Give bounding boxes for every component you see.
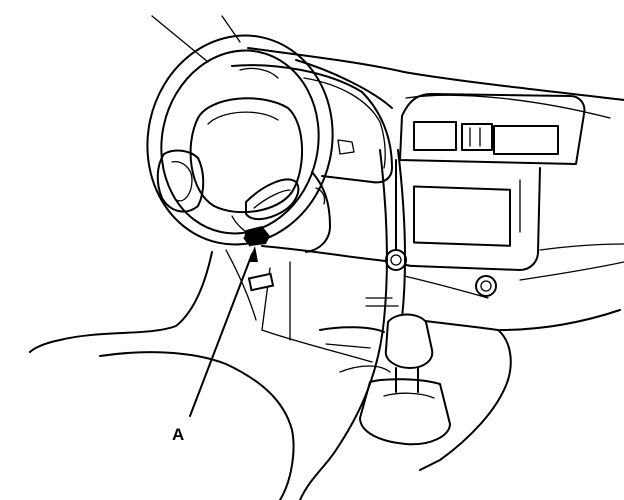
steering-pointer-lines [151, 15, 241, 63]
callout-a-leader [189, 246, 258, 417]
center-stack [385, 93, 586, 299]
callout-label-a: A [172, 425, 184, 444]
center-console [299, 149, 624, 500]
part-a-connector [243, 226, 275, 292]
floor-sill [29, 249, 295, 500]
steering-wheel [146, 34, 334, 246]
